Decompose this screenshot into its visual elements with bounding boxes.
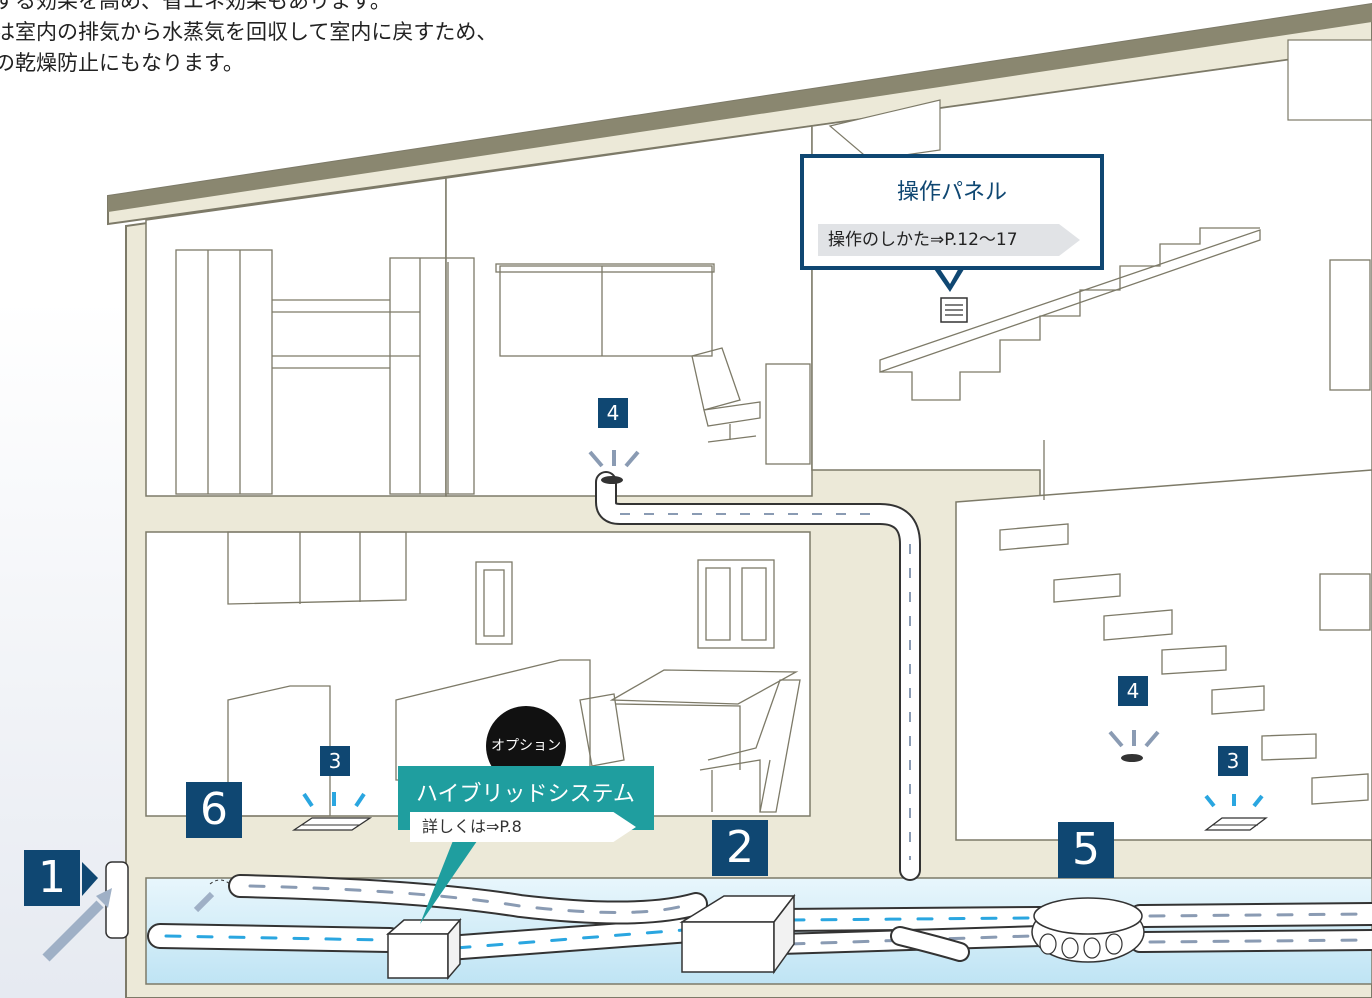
badge-exhaust-grille-lower: 4: [1118, 676, 1148, 706]
hybrid-unit: [386, 917, 462, 981]
badge-main-unit: 2: [712, 820, 768, 876]
distribution-header: [1031, 897, 1145, 963]
exhaust-grille-4b: [1108, 730, 1160, 762]
roof: [107, 2, 1372, 226]
lower-room-furniture: [227, 523, 1371, 817]
badge-1-pointer: [82, 862, 98, 896]
intro-line-1: する効果を高め、省エネ効果もあります。: [0, 0, 391, 13]
badge-exhaust-outlet: 6: [186, 782, 242, 838]
outdoor-intake-hood: [42, 861, 129, 962]
upper-room-furniture: [175, 227, 1371, 500]
control-panel-device: [940, 297, 968, 323]
hybrid-system-page-link[interactable]: 詳しくは⇒P.8: [410, 812, 636, 842]
badge-exhaust-grille-upper: 4: [598, 398, 628, 428]
control-panel-callout: 操作パネル 操作のしかた⇒P.12〜17: [800, 154, 1104, 270]
intro-text: する効果を高め、省エネ効果もあります。 は室内の排気から水蒸気を回収して室内に戻…: [0, 0, 497, 79]
badge-supply-grille-right: 3: [1218, 746, 1248, 776]
badge-intake: 1: [24, 850, 80, 906]
panel-callout-pointer-fill: [938, 266, 960, 284]
hybrid-system-title: ハイブリッドシステム: [416, 782, 635, 807]
badge-header: 5: [1058, 822, 1114, 878]
hybrid-system-callout: ハイブリッドシステム 詳しくは⇒P.8: [398, 766, 654, 842]
intro-line-3: の乾燥防止にもなります。: [0, 51, 244, 75]
underfloor-ducts: [147, 874, 1372, 962]
exhaust-outlet: [193, 879, 231, 913]
main-ventilation-unit: [679, 893, 796, 975]
exhaust-grille-4a: [588, 450, 640, 484]
exhaust-duct-upstairs: [595, 471, 921, 881]
hybrid-callout-pointer: [420, 828, 486, 924]
control-panel-title: 操作パネル: [896, 180, 1007, 205]
supply-grille-3a: [291, 792, 373, 831]
supply-grille-3b: [1204, 794, 1268, 831]
badge-supply-grille-left: 3: [320, 746, 350, 776]
control-panel-page-link[interactable]: 操作のしかた⇒P.12〜17: [818, 224, 1080, 256]
intro-line-2: は室内の排気から水蒸気を回収して室内に戻すため、: [0, 20, 498, 44]
